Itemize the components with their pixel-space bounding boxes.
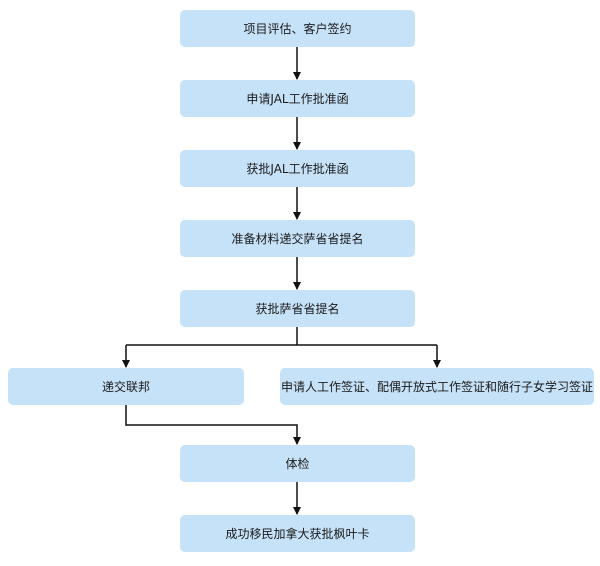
step-apply-jal: 申请JAL工作批准函 <box>180 80 415 117</box>
step-provincial-nomination-approved: 获批萨省省提名 <box>180 290 415 327</box>
step-pr-card-approved: 成功移民加拿大获批枫叶卡 <box>180 515 415 552</box>
step-medical-exam: 体检 <box>180 445 415 482</box>
step-apply-visas: 申请人工作签证、配偶开放式工作签证和随行子女学习签证 <box>280 368 594 405</box>
step-jal-approved: 获批JAL工作批准函 <box>180 150 415 187</box>
step-submit-federal: 递交联邦 <box>8 368 244 405</box>
arrow-6-to-8 <box>125 405 301 445</box>
step-project-assessment: 项目评估、客户签约 <box>180 10 415 47</box>
step-submit-provincial-nomination: 准备材料递交萨省省提名 <box>180 220 415 257</box>
